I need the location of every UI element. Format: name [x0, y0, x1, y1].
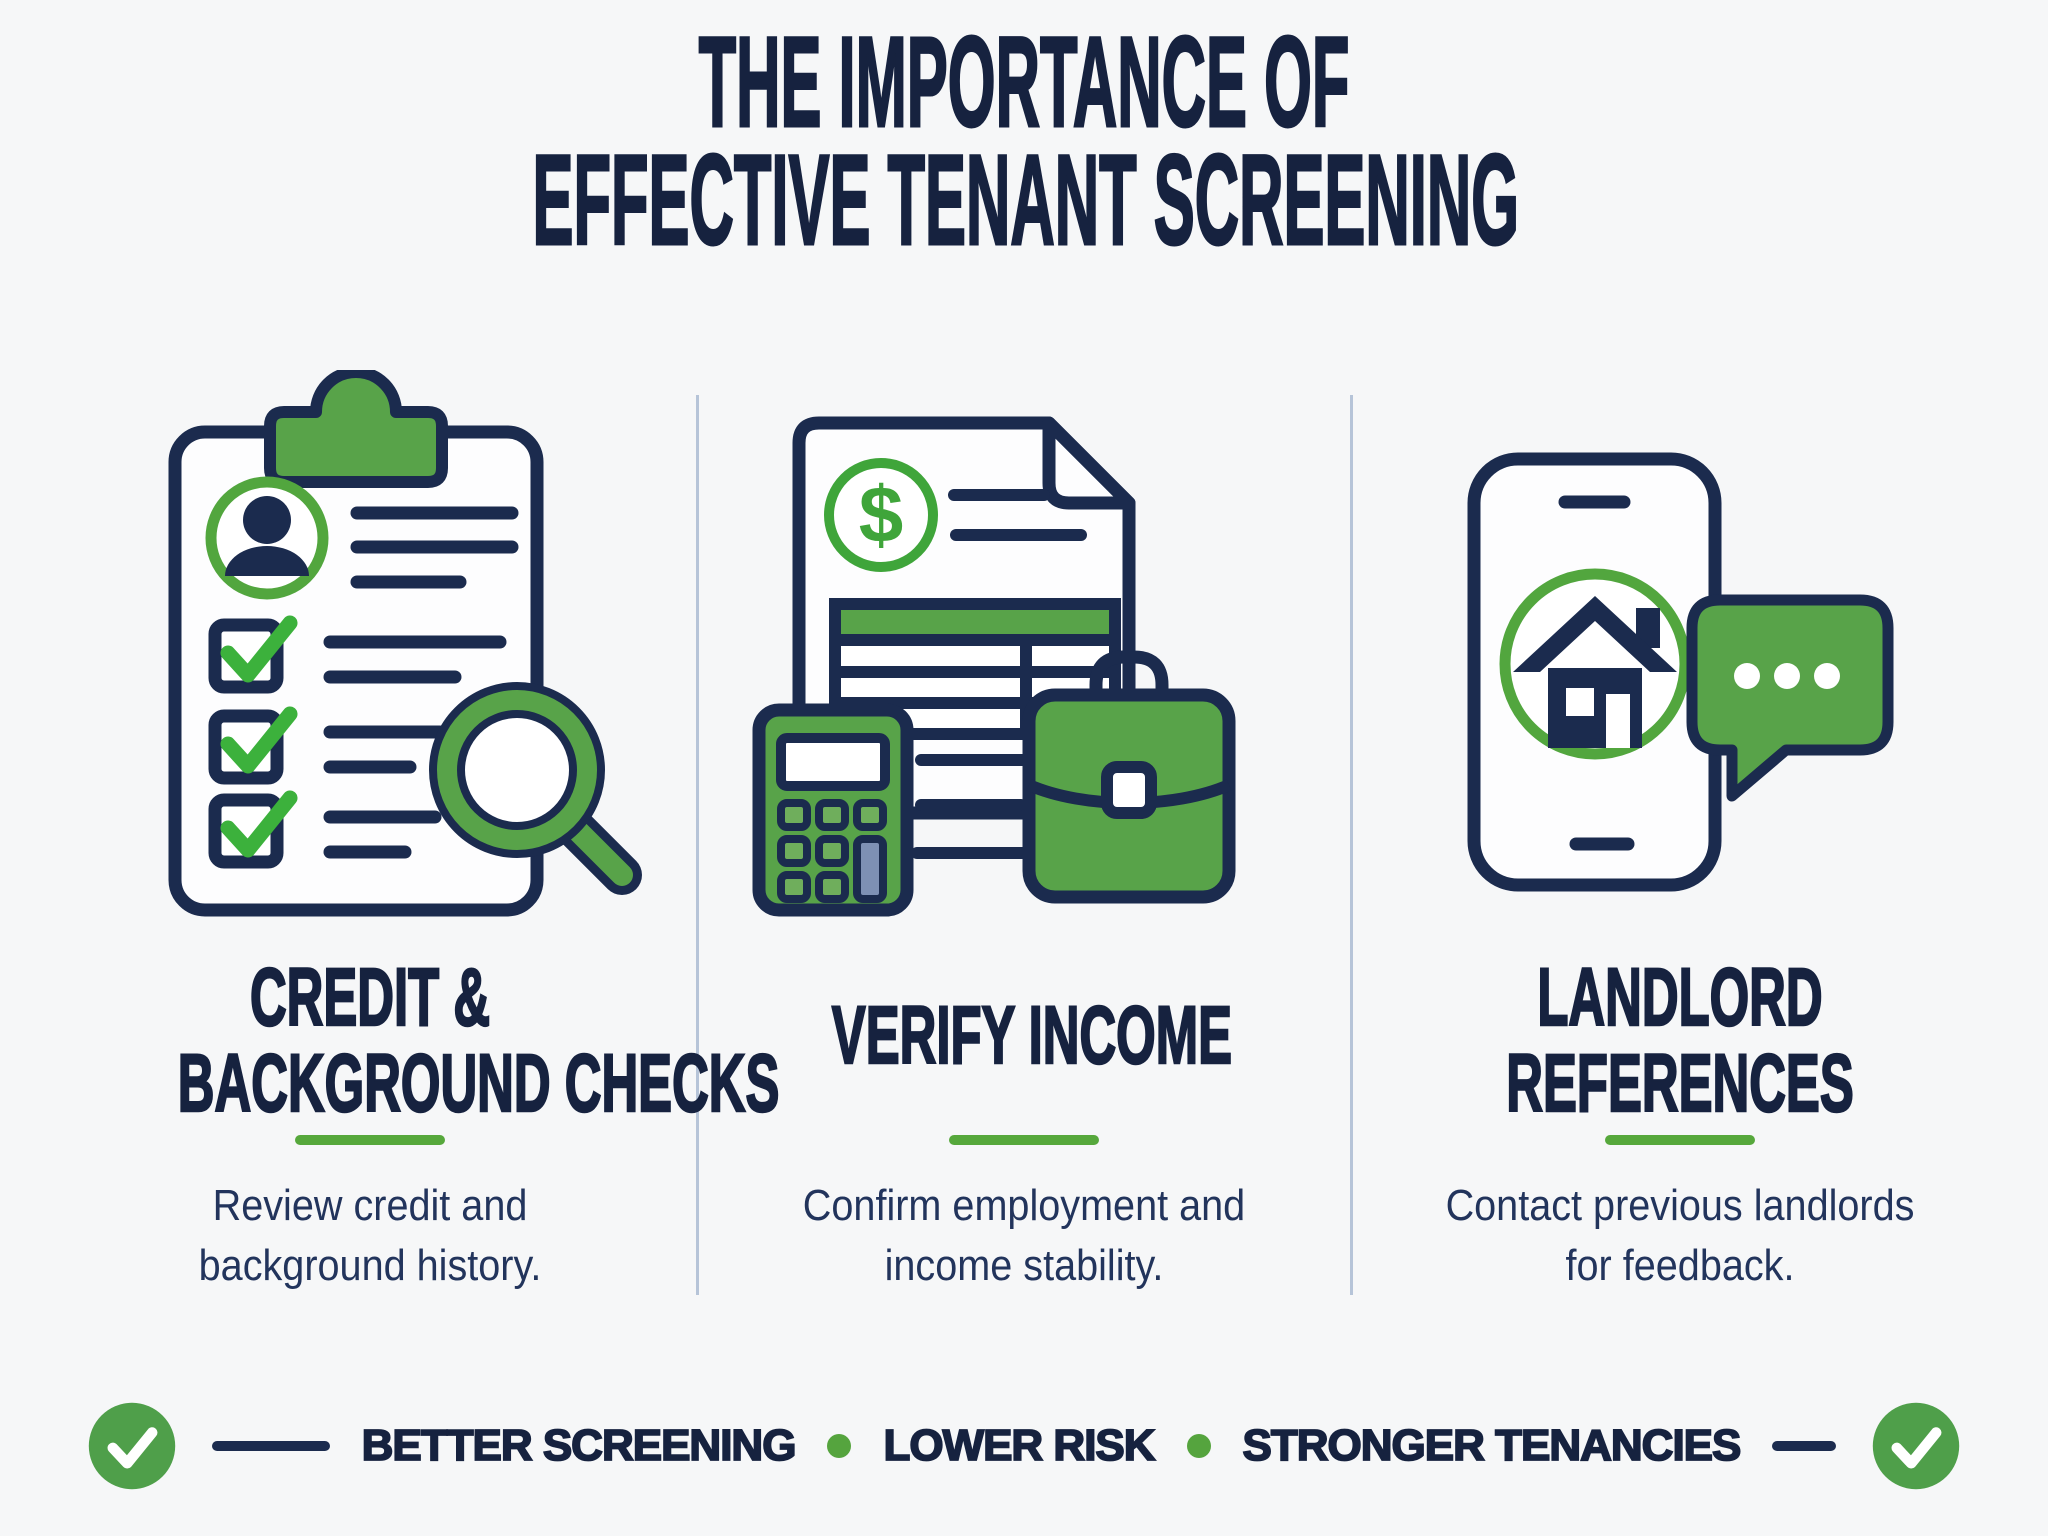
- chat-dot: [1814, 663, 1840, 689]
- smartphone-house-chat-bubble-icon: [1467, 452, 1894, 892]
- column-divider-right: [1350, 395, 1353, 1295]
- calculator-keys: [777, 799, 887, 903]
- check-circle-icon: [88, 1402, 175, 1490]
- checkmark-icon: [220, 615, 298, 683]
- chat-dot: [1734, 663, 1760, 689]
- column-description-credit: Review credit and background history.: [198, 1181, 542, 1290]
- calculator-tall-key: [853, 835, 887, 903]
- column-heading-credit-background-checks: CREDIT & BACKGROUND CHECKS: [177, 952, 780, 1129]
- folded-corner: [1042, 416, 1136, 510]
- footer-item-stronger-tenancies: STRONGER TENANCIES: [1242, 1420, 1743, 1471]
- magnifier-icon: [429, 682, 642, 895]
- chat-dot: [1774, 663, 1800, 689]
- heading-underline: [295, 1135, 445, 1145]
- briefcase-handle: [1089, 650, 1169, 697]
- page-title: THE IMPORTANCE OF EFFECTIVE TENANT SCREE…: [0, 11, 2048, 272]
- checkbox-row-2: [208, 706, 447, 785]
- check-circle-icon: [1873, 1402, 1960, 1490]
- column-description-income: Confirm employment and income stability.: [802, 1181, 1246, 1290]
- footer-separator-dot: [1186, 1434, 1211, 1458]
- checkbox-row-1: [208, 615, 507, 694]
- checkmark-icon: [220, 706, 298, 774]
- column-divider-left: [696, 395, 699, 1295]
- title-line-1: THE IMPORTANCE OF: [698, 11, 1350, 154]
- heading-underline: [949, 1135, 1099, 1145]
- footer-dash: [1772, 1441, 1837, 1451]
- title-line-2: EFFECTIVE TENANT SCREENING: [532, 129, 1520, 272]
- column-heading-landlord-references: LANDLORD REFERENCES: [1505, 952, 1854, 1129]
- footer-separator-dot: [827, 1434, 852, 1458]
- heading-underline: [1605, 1135, 1755, 1145]
- table-header-row: [829, 598, 1121, 646]
- column-description-references: Contact previous landlords for feedback.: [1445, 1181, 1915, 1290]
- checkmark-icon: [220, 790, 298, 858]
- calculator-icon: [752, 703, 914, 917]
- briefcase-icon: [1022, 650, 1236, 904]
- profile-photo-icon: [205, 476, 329, 600]
- footer-item-better-screening: BETTER SCREENING: [361, 1420, 798, 1471]
- income-document-calculator-briefcase-icon: $: [752, 416, 1236, 917]
- house-door: [1606, 694, 1630, 748]
- clipboard-clip: [264, 370, 448, 488]
- house-window: [1566, 688, 1594, 716]
- calculator-screen: [776, 733, 890, 791]
- chat-bubble-icon: [1686, 594, 1894, 802]
- clipboard-checklist-magnifier-icon: [168, 370, 642, 917]
- house-circle-icon: [1499, 568, 1691, 760]
- footer-dash: [211, 1441, 330, 1451]
- house-roof: [1513, 596, 1677, 672]
- briefcase-clasp: [1101, 761, 1157, 819]
- profile-text-lines: [350, 506, 519, 589]
- column-heading-verify-income: VERIFY INCOME: [831, 990, 1233, 1081]
- footer-item-lower-risk: LOWER RISK: [883, 1420, 1157, 1471]
- dollar-symbol: $: [859, 470, 904, 559]
- footer-benefits-bar: BETTER SCREENING LOWER RISK STRONGER TEN…: [0, 1398, 2048, 1494]
- document-text-lines: [948, 489, 1087, 541]
- dollar-circle-icon: $: [824, 458, 938, 572]
- checkbox-row-3: [208, 790, 442, 869]
